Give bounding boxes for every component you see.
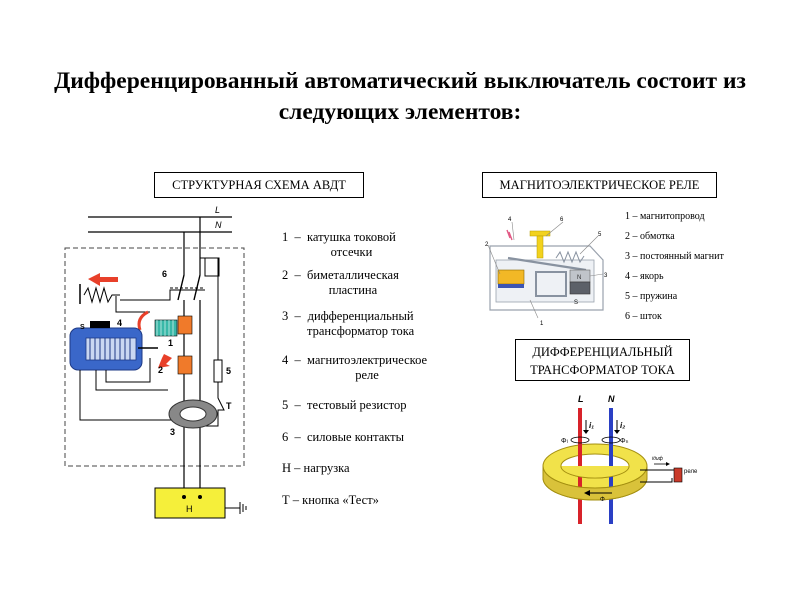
legend-num: 5	[282, 398, 289, 412]
label-6: 6	[162, 269, 167, 279]
relay-label-N: N	[577, 275, 581, 281]
label-5: 5	[226, 366, 231, 376]
relay-shaft	[529, 230, 551, 259]
legend-text-line2: пластина	[328, 283, 378, 297]
legend-load: Н – нагрузка	[282, 461, 350, 476]
label-load: Н	[186, 504, 193, 514]
legend-text-line2: трансформатор тока	[307, 324, 415, 338]
device-enclosure	[64, 247, 245, 467]
relay-label-S: S	[574, 300, 578, 306]
coil-block	[177, 315, 193, 335]
legend-text-line1: катушка токовой	[307, 230, 396, 244]
transformer-heading: ДИФФЕРЕНЦИАЛЬНЫЙ ТРАНСФОРМАТОР ТОКА	[515, 339, 690, 381]
label-2: 2	[158, 365, 163, 375]
legend-text-line1: тестовый резистор	[307, 398, 407, 412]
relay-legend-item-4: 4 – якорь	[625, 271, 664, 282]
differential-transformer-ring	[168, 399, 218, 429]
relay-legend-item-5: 5 – пружина	[625, 291, 678, 302]
relay-legend-item-2: 2 – обмотка	[625, 231, 675, 242]
legend-label: биметаллическая пластина	[307, 268, 399, 298]
label-4: 4	[117, 318, 122, 328]
load-box	[154, 487, 226, 519]
current-cutoff-coil	[154, 319, 178, 337]
trans-label-phiL: Φₗ	[561, 438, 568, 445]
label-T: T	[226, 401, 232, 411]
legend-item-1: 1 – катушка токовой отсечки	[282, 230, 396, 260]
relay-label-4: 4	[508, 217, 512, 223]
relay-label-2: 2	[485, 242, 489, 248]
legend-dash: –	[291, 398, 304, 412]
legend-test-button: Т – кнопка «Тест»	[282, 493, 379, 508]
relay-label-6: 6	[560, 217, 564, 223]
legend-load-text: Н – нагрузка	[282, 461, 350, 475]
label-S: S	[80, 324, 85, 331]
legend-num: 6	[282, 430, 289, 444]
legend-dash: –	[291, 353, 304, 367]
legend-test-text: Т – кнопка «Тест»	[282, 493, 379, 507]
legend-text-line1: силовые контакты	[307, 430, 405, 444]
legend-text-line1: дифференциальный	[307, 309, 414, 323]
relay-heading-text: МАГНИТОЭЛЕКТРИЧЕСКОЕ РЕЛЕ	[499, 178, 700, 192]
transformer-heading-line1: ДИФФЕРЕНЦИАЛЬНЫЙ	[532, 345, 673, 359]
legend-item-4: 4 – магнитоэлектрическое реле	[282, 353, 427, 383]
transformer-heading-line2: ТРАНСФОРМАТОР ТОКА	[530, 363, 675, 377]
legend-num: 1	[282, 230, 289, 244]
legend-item-2: 2 – биметаллическая пластина	[282, 268, 399, 298]
legend-dash: –	[291, 430, 304, 444]
trans-label-idif: iдиф	[652, 456, 664, 462]
legend-text-line1: магнитоэлектрическое	[307, 353, 428, 367]
relay-label-1: 1	[540, 321, 544, 327]
trans-label-i1: i₁	[589, 421, 594, 430]
relay-legend-item-6: 6 – шток	[625, 311, 662, 322]
legend-text-line2: отсечки	[330, 245, 373, 259]
legend-text-line1: биметаллическая	[307, 268, 399, 282]
relay-legend-item-1: 1 – магнитопровод	[625, 211, 705, 222]
trip-arrow	[88, 273, 118, 286]
page-title: Дифференцированный автоматический выключ…	[0, 66, 800, 128]
legend-dash: –	[291, 309, 304, 323]
title-line-1: Дифференцированный автоматический выключ…	[54, 68, 746, 94]
legend-dash: –	[291, 268, 304, 282]
label-3: 3	[170, 427, 175, 437]
relay-symbol	[673, 467, 683, 483]
legend-num: 4	[282, 353, 289, 367]
legend-num: 3	[282, 309, 289, 323]
trans-label-phi: Φ	[600, 497, 605, 503]
legend-label: магнитоэлектрическое реле	[307, 353, 427, 383]
structural-scheme-heading: СТРУКТУРНАЯ СХЕМА АВДТ	[154, 172, 364, 198]
trans-label-N: N	[608, 394, 615, 404]
legend-label: дифференциальный трансформатор тока	[307, 309, 414, 339]
legend-item-5: 5 – тестовый резистор	[282, 398, 406, 413]
relay-heading: МАГНИТОЭЛЕКТРИЧЕСКОЕ РЕЛЕ	[482, 172, 717, 198]
legend-item-6: 6 – силовые контакты	[282, 430, 404, 445]
label-1: 1	[168, 338, 173, 348]
trans-label-relay: реле	[684, 469, 698, 475]
label-N: N	[215, 220, 222, 230]
trans-label-i2: i₂	[620, 421, 625, 430]
label-L: L	[215, 205, 220, 215]
bimetal-block	[177, 355, 193, 375]
legend-item-3: 3 – дифференциальный трансформатор тока	[282, 309, 414, 339]
legend-label: катушка токовой отсечки	[307, 230, 396, 260]
relay-label-5: 5	[598, 232, 602, 238]
relay-legend-item-3: 3 – постоянный магнит	[625, 251, 724, 262]
legend-text-line2: реле	[355, 368, 379, 382]
structural-scheme-heading-text: СТРУКТУРНАЯ СХЕМА АВДТ	[172, 178, 346, 192]
relay-label-3: 3	[604, 273, 608, 279]
legend-dash: –	[291, 230, 304, 244]
legend-num: 2	[282, 268, 289, 282]
trans-label-L: L	[578, 394, 584, 404]
trans-label-phiN: Φₙ	[620, 438, 629, 445]
title-line-2: следующих элементов:	[278, 99, 522, 125]
